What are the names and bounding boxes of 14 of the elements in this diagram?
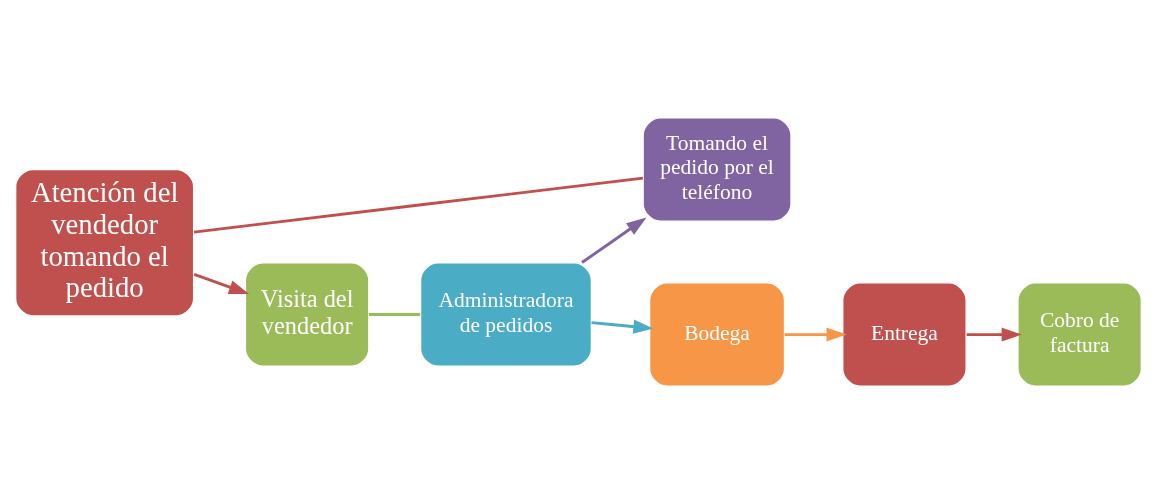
arrow bbox=[193, 273, 249, 295]
node-box: Entrega bbox=[842, 282, 967, 387]
connector bbox=[193, 176, 644, 234]
arrow bbox=[784, 327, 847, 342]
node-box: Bodega bbox=[648, 282, 786, 387]
node-box: Cobro de factura bbox=[1017, 282, 1143, 387]
arrow bbox=[966, 327, 1022, 342]
arrow bbox=[591, 319, 654, 334]
arrow bbox=[581, 217, 647, 264]
node-box: Visita del vendedor bbox=[244, 262, 370, 367]
connector bbox=[368, 313, 421, 316]
node-box: Tomando el pedido por el teléfono bbox=[642, 117, 792, 222]
node-box: Atención del vendedor tomando el pedido bbox=[14, 168, 195, 317]
node-box: Administradora de pedidos bbox=[419, 262, 593, 367]
